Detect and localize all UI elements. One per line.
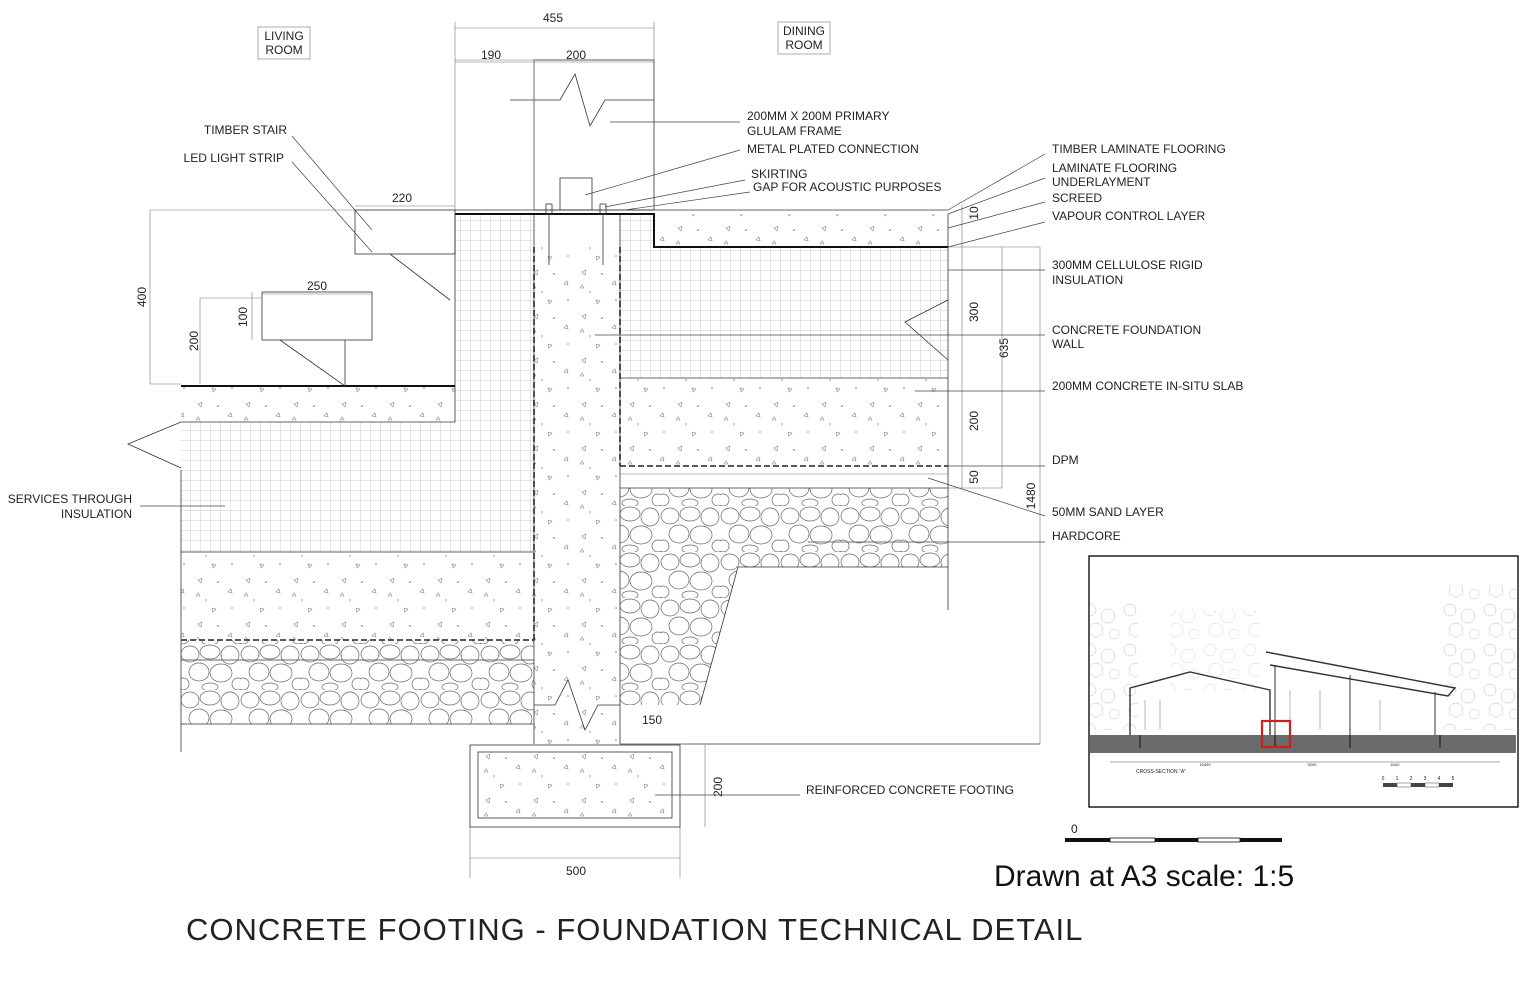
foundation-wall-fill: [534, 247, 620, 744]
label-foundation-wall-1: CONCRETE FOUNDATION: [1052, 323, 1201, 337]
label-screed: SCREED: [1052, 191, 1102, 205]
insulation-fill-left: [181, 214, 534, 552]
inset-tick-1: 1: [1396, 776, 1399, 782]
scale-bar-zero: 0: [1071, 822, 1078, 836]
dim-300: 300: [967, 302, 981, 322]
inset-tick-4: 4: [1438, 776, 1441, 782]
callout-labels: TIMBER STAIR LED LIGHT STRIP SERVICES TH…: [8, 109, 1244, 797]
inset-cross-section: 10490 5290 6040 CROSS-SECTION "A" 0 1 2 …: [1088, 555, 1519, 808]
screed-fill-right: [654, 214, 948, 247]
room-label-dining: DINING ROOM: [777, 21, 831, 55]
scale-note: Drawn at A3 scale: 1:5: [994, 860, 1295, 893]
inset-tick-3: 3: [1424, 776, 1427, 782]
dim-200-footing: 200: [711, 777, 725, 797]
dim-635: 635: [997, 338, 1011, 358]
glulam-column: [454, 59, 655, 265]
inset-tick-2: 2: [1410, 776, 1413, 782]
break-lines: [126, 72, 949, 732]
living-room-line1: LIVING: [264, 29, 303, 43]
dimension-lines: [149, 22, 1041, 878]
inset-dim-3: 6040: [1391, 762, 1401, 767]
hardcore-fill-left: [181, 640, 534, 724]
dim-455: 455: [543, 11, 563, 25]
dim-150: 150: [642, 713, 662, 727]
dim-200-top: 200: [566, 48, 586, 62]
dim-100: 100: [236, 307, 250, 327]
scale-bar: 0: [1065, 822, 1282, 843]
dim-200-slab: 200: [967, 411, 981, 431]
inset-section-title: CROSS-SECTION "A": [1136, 769, 1186, 775]
footing-fill: [478, 752, 672, 818]
dim-500: 500: [566, 864, 586, 878]
label-sand: 50MM SAND LAYER: [1052, 505, 1164, 519]
dim-1480: 1480: [1024, 482, 1038, 509]
label-metal-connection: METAL PLATED CONNECTION: [747, 142, 919, 156]
inset-dim-2: 5290: [1308, 762, 1318, 767]
label-led-strip: LED LIGHT STRIP: [184, 151, 284, 165]
dim-50: 50: [967, 470, 981, 484]
dim-400: 400: [135, 287, 149, 307]
label-cellulose-2: INSULATION: [1052, 273, 1123, 287]
inset-highlight-box: [1260, 719, 1292, 749]
inset-dim-1: 10490: [1199, 762, 1211, 767]
label-footing: REINFORCED CONCRETE FOOTING: [806, 783, 1014, 797]
label-cellulose-1: 300MM CELLULOSE RIGID: [1052, 258, 1203, 272]
label-underlay-1: LAMINATE FLOORING: [1052, 161, 1177, 175]
label-slab: 200MM CONCRETE IN-SITU SLAB: [1052, 379, 1243, 393]
label-timber-stair: TIMBER STAIR: [204, 123, 287, 137]
timber-stair-blocks: [150, 209, 456, 387]
screed-fill-left: [181, 386, 455, 422]
label-glulam-2: GLULAM FRAME: [747, 124, 842, 138]
dimension-values: 455 190 200 220 250 400 200 100 10 300 6…: [135, 11, 1038, 878]
living-room-line2: ROOM: [265, 43, 302, 57]
dim-200-left: 200: [187, 331, 201, 351]
dim-190: 190: [481, 48, 501, 62]
dining-room-line1: DINING: [783, 24, 825, 38]
label-gap: GAP FOR ACOUSTIC PURPOSES: [753, 180, 941, 194]
leader-lines: [140, 121, 1046, 796]
label-services-2: INSULATION: [61, 507, 132, 521]
label-dpm: DPM: [1052, 453, 1079, 467]
dim-250: 250: [307, 279, 327, 293]
dim-10: 10: [967, 206, 981, 220]
label-vcl: VAPOUR CONTROL LAYER: [1052, 209, 1205, 223]
label-underlay-2: UNDERLAYMENT: [1052, 175, 1151, 189]
insulation-fill-right: [620, 214, 948, 378]
hardcore-fill-right: [620, 488, 948, 705]
inset-tick-5: 5: [1452, 776, 1455, 782]
drawing-title: CONCRETE FOOTING - FOUNDATION TECHNICAL …: [186, 912, 1084, 947]
inset-tick-0: 0: [1382, 776, 1385, 782]
dining-room-line2: ROOM: [785, 38, 822, 52]
label-foundation-wall-2: WALL: [1052, 337, 1085, 351]
label-hardcore: HARDCORE: [1052, 529, 1121, 543]
dim-220: 220: [392, 191, 412, 205]
label-services-1: SERVICES THROUGH: [8, 492, 132, 506]
slab-fill-right: [620, 378, 948, 466]
label-timber-laminate: TIMBER LAMINATE FLOORING: [1052, 142, 1226, 156]
slab-fill-left: [181, 552, 534, 640]
label-glulam-1: 200MM X 200M PRIMARY: [747, 109, 890, 123]
room-label-living: LIVING ROOM: [257, 26, 311, 60]
label-skirting: SKIRTING: [751, 167, 807, 181]
